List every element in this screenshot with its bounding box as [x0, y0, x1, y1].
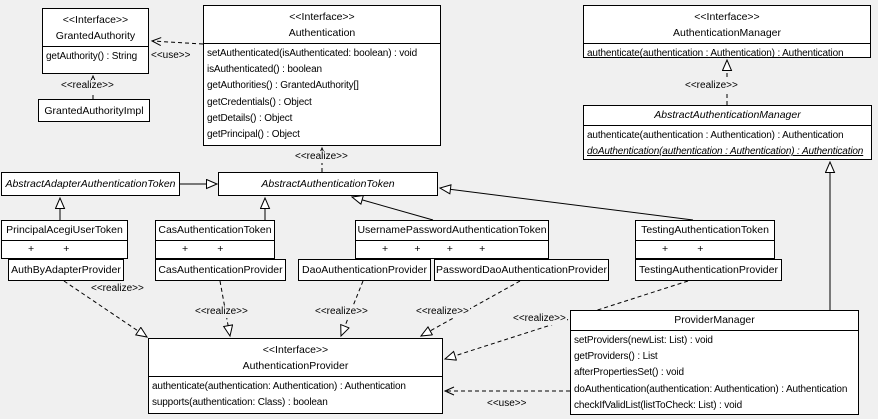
class-name: GrantedAuthority: [55, 30, 136, 42]
edge-generalization-usernamepasswordtoken: [352, 197, 434, 221]
class-auth-by-adapter-provider[interactable]: AuthByAdapterProvider: [8, 259, 124, 281]
class-granted-authority[interactable]: <<Interface>> GrantedAuthority getAuthor…: [42, 8, 149, 74]
edge-label-realize-testingprovider: <<realize>>: [512, 313, 567, 325]
class-name: UsernamePasswordAuthenticationToken: [357, 224, 547, 236]
stereotype: <<Interface>>: [62, 14, 129, 26]
stereotype: <<Interface>>: [262, 344, 329, 356]
method: setAuthenticated(isAuthenticated: boolea…: [207, 48, 418, 59]
stereotype: <<Interface>>: [694, 11, 760, 23]
edge-use-authentication-grantedauthority: [150, 37, 204, 46]
class-abstract-authentication-manager[interactable]: AbstractAuthenticationManager authentica…: [583, 105, 872, 160]
class-authentication-provider[interactable]: <<Interface>> AuthenticationProvider aut…: [148, 338, 443, 414]
class-abstract-adapter-authentication-token[interactable]: AbstractAdapterAuthenticationToken: [1, 172, 180, 196]
class-granted-authority-impl[interactable]: GrantedAuthorityImpl: [38, 99, 150, 122]
class-name: AbstractAdapterAuthenticationToken: [5, 178, 176, 190]
class-name: AbstractAuthenticationToken: [261, 178, 395, 190]
edge-label-realize-casauthenticationprovider: <<realize>>: [194, 306, 249, 318]
method: doAuthentication(authentication: Authent…: [574, 383, 848, 395]
class-name: AuthenticationProvider: [242, 360, 349, 372]
method: authenticate(authentication : Authentica…: [587, 130, 844, 141]
class-name: PrincipalAcegiUserToken: [6, 224, 123, 236]
class-name: DaoAuthenticationProvider: [302, 264, 427, 276]
method: supports(authentication: Class) : boolea…: [152, 397, 328, 409]
edge-label-use-providermanager: <<use>>: [486, 398, 528, 410]
edge-label-realize-daoauthenticationprovider: <<realize>>: [314, 306, 369, 318]
edge-realize-passworddaoprovider: [421, 280, 521, 336]
method: getPrincipal() : Object: [207, 129, 300, 141]
class-name: AuthByAdapterProvider: [11, 264, 121, 276]
method-abstract: doAuthentication(authentication : Authen…: [587, 146, 864, 158]
class-name: GrantedAuthorityImpl: [44, 104, 144, 117]
method: checkIfValidList(listToCheck: List) : vo…: [574, 399, 743, 411]
edge-generalization-testingtoken: [440, 188, 694, 221]
class-password-dao-authentication-provider[interactable]: PasswordDaoAuthenticationProvider: [434, 259, 609, 281]
stereotype: <<Interface>>: [289, 11, 355, 23]
method: authenticate(authentication : Authentica…: [587, 48, 844, 58]
class-provider-manager[interactable]: ProviderManager setProviders(newList: Li…: [570, 310, 859, 415]
method: getCredentials() : Object: [207, 96, 312, 108]
method: afterPropertiesSet() : void: [574, 367, 684, 379]
class-dao-authentication-provider[interactable]: DaoAuthenticationProvider: [298, 259, 431, 281]
edge-label-realize-authbyadapterprovider: <<realize>>: [90, 283, 145, 295]
edge-realize-authbyadapterprovider: [63, 280, 147, 337]
class-principal-acegi-user-token[interactable]: PrincipalAcegiUserToken + +: [1, 220, 128, 259]
class-name: CasAuthenticationToken: [158, 224, 272, 236]
class-abstract-authentication-token[interactable]: AbstractAuthenticationToken: [218, 172, 438, 196]
class-name: PasswordDaoAuthenticationProvider: [435, 264, 607, 276]
edge-label-use-grantedauthority: <<use>>: [150, 50, 192, 62]
class-testing-authentication-provider[interactable]: TestingAuthenticationProvider: [635, 259, 782, 281]
class-name: CasAuthenticationProvider: [158, 264, 283, 276]
method: getAuthority() : String: [46, 51, 138, 62]
attributes: + +: [156, 240, 274, 258]
edge-label-realize-abstractauthenticationmanager: <<realize>>: [684, 80, 739, 92]
edge-label-realize-grantedauthorityimpl: <<realize>>: [60, 80, 115, 92]
method: getDetails() : Object: [207, 112, 293, 124]
method: setProviders(newList: List) : void: [574, 335, 713, 346]
class-name: TestingAuthenticationProvider: [639, 264, 778, 276]
class-name: ProviderManager: [674, 314, 755, 326]
attributes: + + + +: [356, 240, 548, 258]
method: getAuthorities() : GrantedAuthority[]: [207, 80, 359, 92]
edge-realize-casauthenticationprovider: [219, 280, 230, 336]
class-authentication-manager[interactable]: <<Interface>> AuthenticationManager auth…: [583, 5, 871, 58]
attributes: + +: [636, 240, 774, 258]
class-name: AbstractAuthenticationManager: [654, 109, 801, 121]
method: isAuthenticated() : boolean: [207, 64, 322, 76]
attributes: + +: [2, 240, 127, 258]
edge-label-realize-abstractauthenticationtoken: <<realize>>: [294, 151, 349, 163]
class-testing-authentication-token[interactable]: TestingAuthenticationToken + +: [635, 220, 775, 259]
method: authenticate(authentication: Authenticat…: [152, 381, 406, 392]
class-cas-authentication-provider[interactable]: CasAuthenticationProvider: [155, 259, 286, 281]
class-name: TestingAuthenticationToken: [641, 224, 769, 236]
class-authentication[interactable]: <<Interface>> Authentication setAuthenti…: [203, 5, 441, 146]
edge-label-realize-passworddaoprovider: <<realize>>: [415, 306, 470, 318]
class-name: AuthenticationManager: [673, 27, 781, 39]
class-cas-authentication-token[interactable]: CasAuthenticationToken + +: [155, 220, 275, 259]
class-username-password-authentication-token[interactable]: UsernamePasswordAuthenticationToken + + …: [355, 220, 549, 259]
method: getProviders() : List: [574, 351, 658, 363]
class-name: Authentication: [288, 27, 356, 39]
